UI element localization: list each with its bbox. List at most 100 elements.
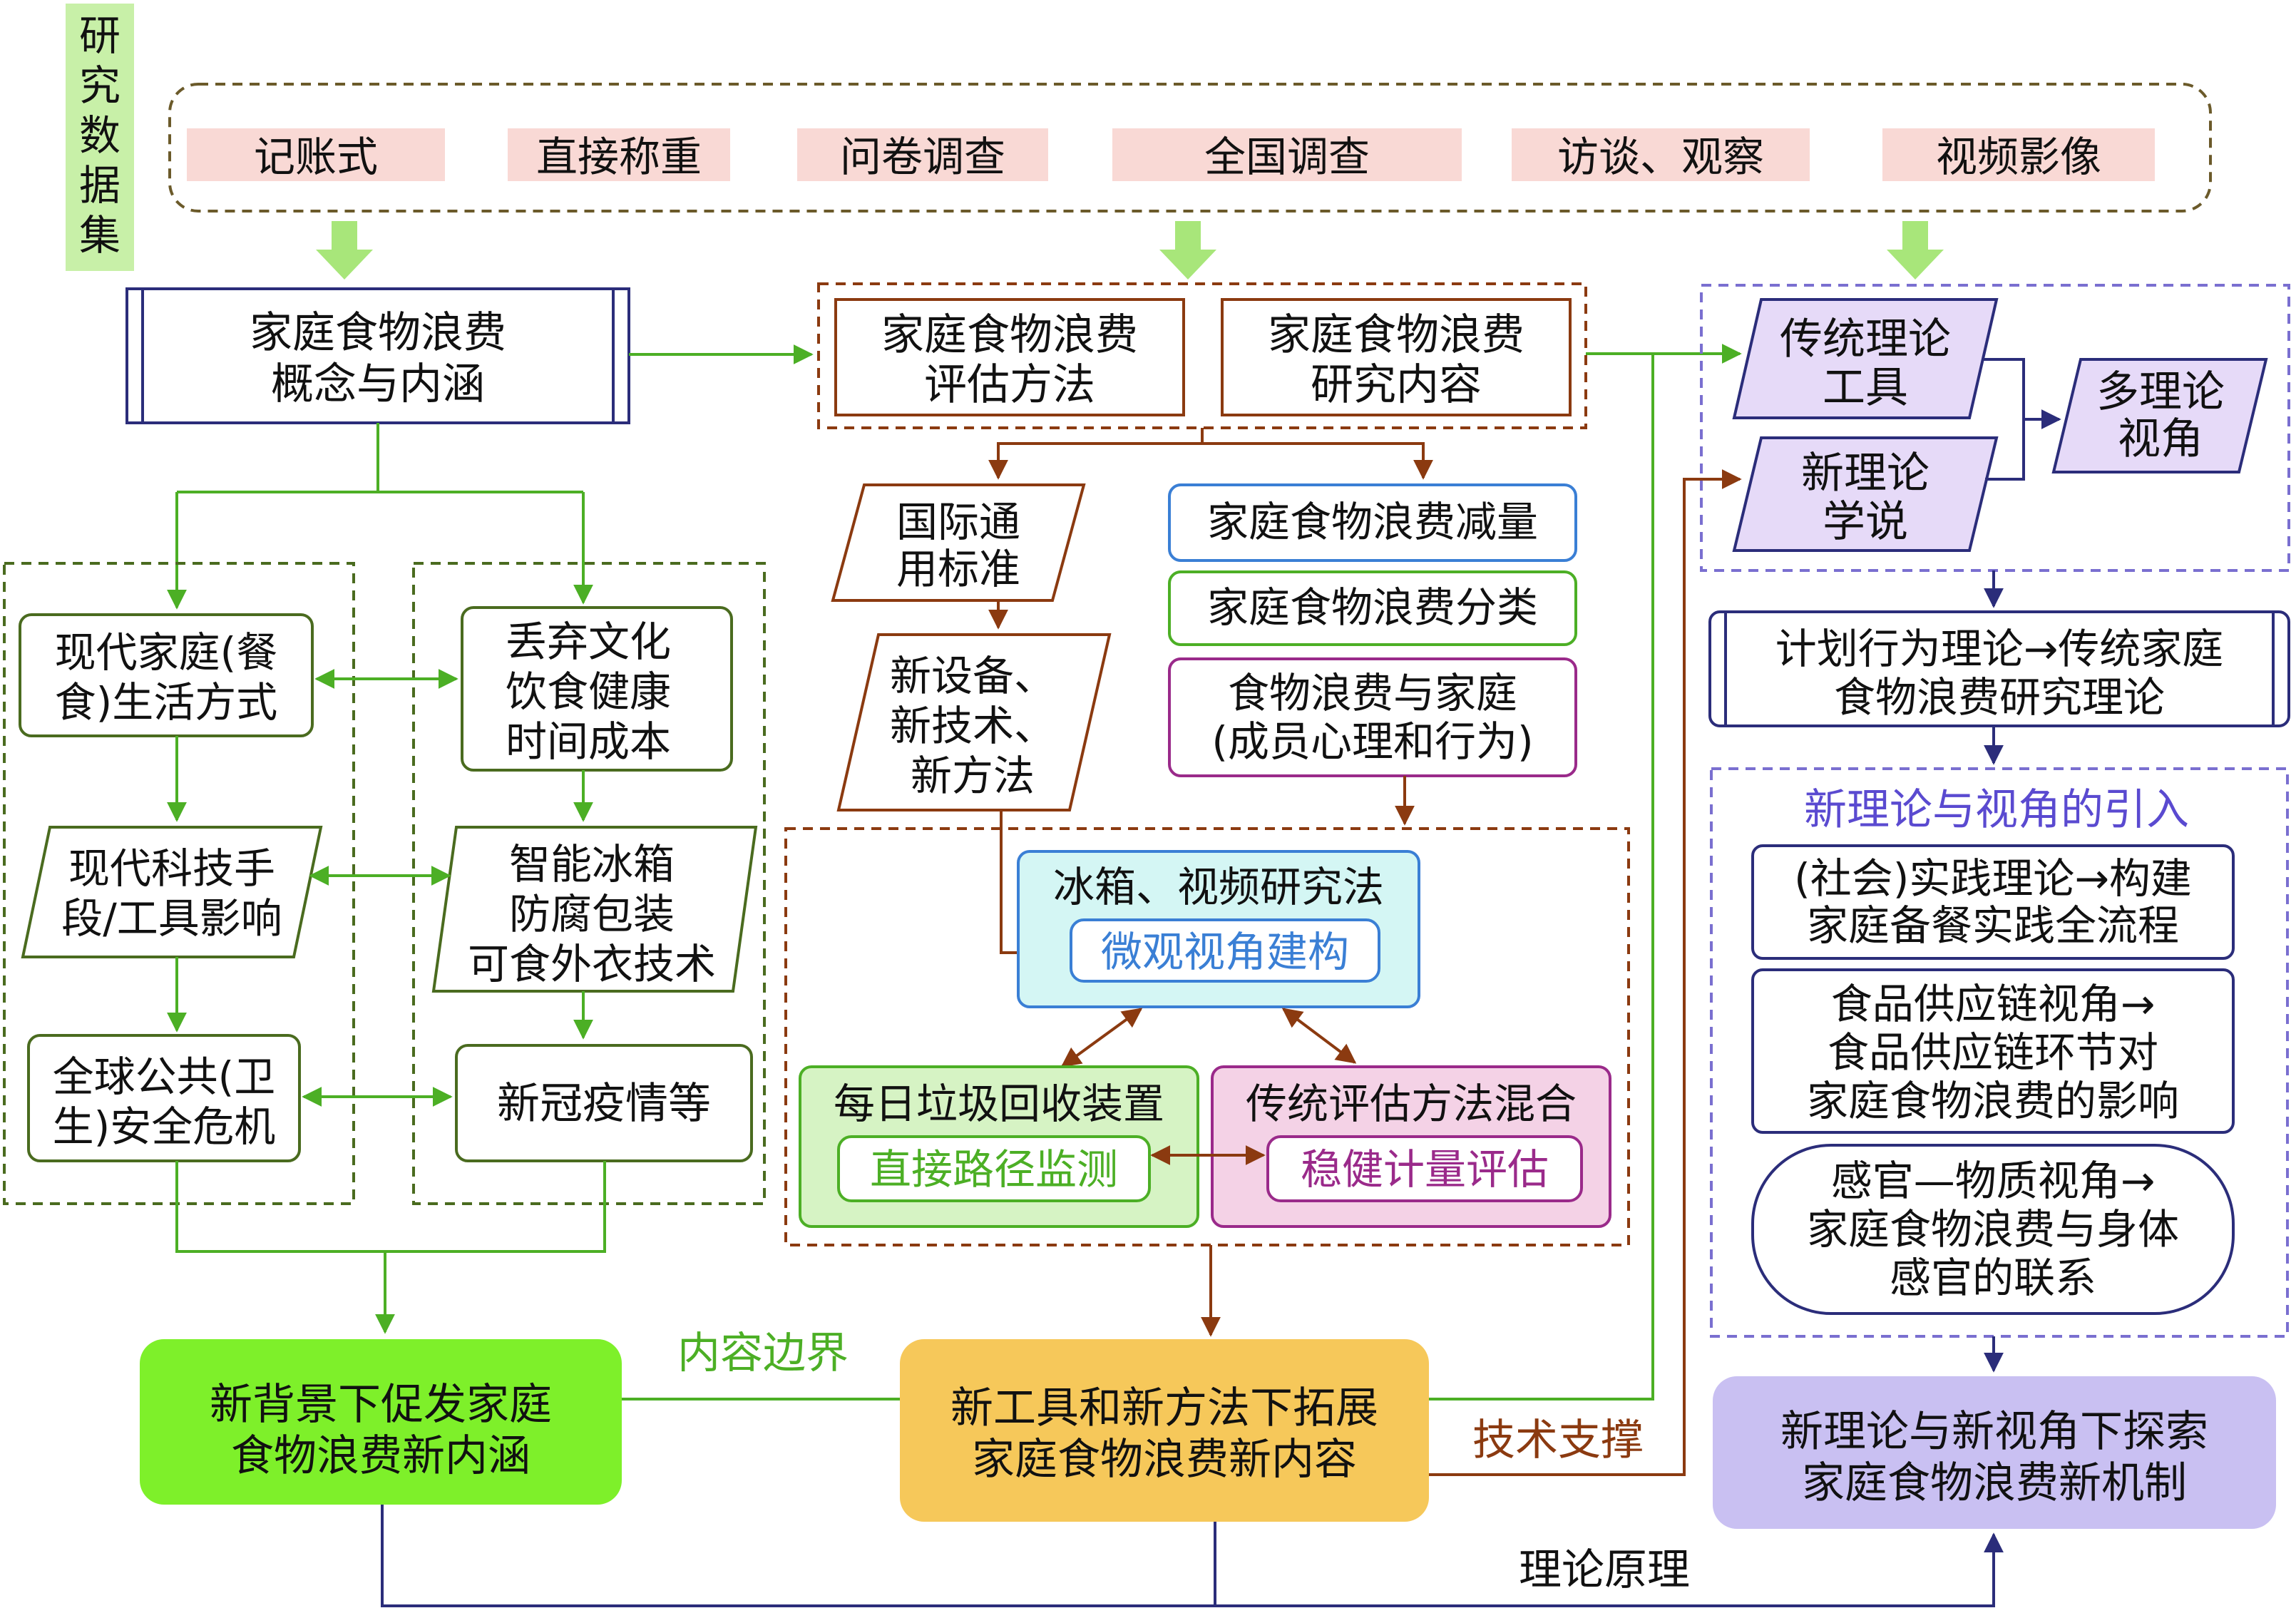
method-bg-3 — [1112, 128, 1462, 181]
text-line: 可食外衣技术 — [468, 940, 716, 988]
text-line: 新设备、 — [890, 652, 1055, 700]
text-line: 家庭食物浪费新内容 — [972, 1435, 1357, 1485]
text-line: 家庭食物浪费 — [1268, 310, 1524, 360]
new-theory-box — [1732, 436, 1999, 552]
traditional-theory-box — [1732, 298, 1999, 419]
text-line: 现代家庭(餐 — [55, 628, 278, 677]
text-line: 新理论与新视角下探索 — [1780, 1407, 2208, 1457]
content-boundary-label: 内容边界 — [677, 1328, 849, 1378]
method-bg-0 — [187, 128, 445, 181]
text-line: 用标准 — [896, 545, 1020, 593]
dataset-side-label-bg — [66, 4, 134, 271]
text-line: 研究内容 — [1311, 360, 1482, 410]
text-line: 家庭食物浪费 — [250, 308, 506, 358]
mixed-text: 传统评估方法混合 — [1246, 1080, 1577, 1128]
concept-text: 家庭食物浪费概念与内涵 — [250, 308, 506, 409]
method-3: 全国调查 — [1204, 133, 1370, 181]
text-line: 多理论 — [2096, 367, 2225, 417]
sensory-text: 感官—物质视角→家庭食物浪费与身体感官的联系 — [1807, 1157, 2179, 1302]
multi-theory-text: 多理论视角 — [2096, 367, 2225, 464]
tpb-text: 计划行为理论→传统家庭食物浪费研究理论 — [1775, 625, 2224, 722]
method-bg-5 — [1882, 128, 2155, 181]
eval-method-box — [834, 298, 1185, 416]
text-line: 家庭食物浪费的影响 — [1807, 1077, 2179, 1125]
method-2: 问卷调查 — [840, 133, 1005, 181]
text-line: 家庭食物浪费新机制 — [1802, 1458, 2187, 1508]
supply-text: 食品供应链视角→食品供应链环节对家庭食物浪费的影响 — [1807, 980, 2179, 1125]
side-label-char: 集 — [79, 211, 121, 260]
dataset-container — [168, 83, 2212, 212]
crisis-text: 全球公共(卫生)安全危机 — [53, 1053, 276, 1151]
text-line: (成员心理和行为) — [1211, 717, 1533, 766]
col3-result-text: 新理论与新视角下探索家庭食物浪费新机制 — [1780, 1407, 2208, 1508]
text-line: (社会)实践理论→构建 — [1794, 854, 2192, 903]
text-line: 学说 — [1823, 497, 1908, 547]
traditional-theory-text: 传统理论工具 — [1780, 314, 1951, 413]
theory-principle-line — [381, 1505, 2004, 1607]
direct-text: 直接路径监测 — [870, 1145, 1118, 1194]
side-label-char: 据 — [79, 161, 121, 210]
new-tools-text: 新设备、新技术、新方法 — [890, 652, 1055, 800]
col2-mid-dashed — [784, 827, 1630, 1246]
text-line: 饮食健康 — [506, 667, 671, 716]
text-line: 家庭食物浪费与身体 — [1807, 1205, 2179, 1254]
down-arrow-col2 — [1159, 221, 1216, 280]
text-line: 家庭食物浪费 — [881, 310, 1138, 360]
text-line: 感官的联系 — [1890, 1254, 2096, 1302]
text-line: 防腐包装 — [509, 890, 675, 938]
col2-result-text: 新工具和新方法下拓展家庭食物浪费新内容 — [950, 1383, 1378, 1485]
text-line: 计划行为理论→传统家庭 — [1775, 625, 2224, 673]
reduce-box — [1168, 483, 1577, 562]
tech-support-label: 技术支撑 — [1472, 1415, 1644, 1465]
text-line: 新工具和新方法下拓展 — [950, 1383, 1378, 1433]
col3-result-box — [1713, 1376, 2276, 1529]
text-line: 评估方法 — [924, 360, 1095, 410]
eval-method-text: 家庭食物浪费评估方法 — [881, 310, 1138, 410]
classify-text: 家庭食物浪费分类 — [1207, 583, 1538, 632]
robust-box — [1266, 1135, 1583, 1202]
tech-support-line — [1429, 469, 1742, 1476]
text-line: 时间成本 — [506, 717, 671, 766]
col3-intro-dashed — [1710, 767, 2289, 1338]
down-arrow-col3 — [1887, 221, 1944, 280]
research-content-text: 家庭食物浪费研究内容 — [1268, 310, 1524, 410]
sensory-box — [1751, 1144, 2235, 1315]
micro-box — [1070, 918, 1380, 983]
text-line: 食物浪费与家庭 — [1228, 669, 1517, 717]
tpb-box — [1708, 610, 2290, 727]
classify-box — [1168, 570, 1577, 646]
fridge-video-text: 冰箱、视频研究法 — [1053, 863, 1384, 911]
psych-box — [1168, 657, 1577, 777]
intl-standard-box — [831, 483, 1086, 602]
col1-result-text: 新背景下促发家庭食物浪费新内涵 — [210, 1380, 552, 1481]
text-line: 食物浪费研究理论 — [1834, 673, 2165, 722]
col2-result-box — [900, 1339, 1429, 1522]
text-line: 视角 — [2118, 414, 2203, 464]
text-line: 段/工具影响 — [61, 894, 282, 943]
concept-split-connector — [177, 423, 379, 493]
practice-text: (社会)实践理论→构建家庭备餐实践全流程 — [1794, 854, 2192, 950]
method-4: 访谈、观察 — [1557, 133, 1764, 181]
side-label-char: 究 — [79, 61, 121, 110]
method-bg-4 — [1512, 128, 1810, 181]
text-line: 国际通 — [896, 498, 1020, 546]
direct-box — [837, 1135, 1151, 1202]
method-bg-1 — [508, 128, 730, 181]
method-0: 记账式 — [254, 133, 378, 181]
text-line: 食品供应链环节对 — [1828, 1028, 2158, 1077]
text-line: 新背景下促发家庭 — [210, 1380, 552, 1430]
supply-box — [1751, 968, 2235, 1134]
text-line: 概念与内涵 — [271, 359, 485, 409]
text-line: 智能冰箱 — [509, 840, 675, 889]
psych-text: 食物浪费与家庭(成员心理和行为) — [1211, 669, 1533, 766]
tech-text: 现代科技手段/工具影响 — [61, 844, 282, 943]
fridge-box — [431, 826, 758, 993]
text-line: 食物浪费新内涵 — [231, 1431, 531, 1481]
method-1: 直接称重 — [536, 133, 702, 181]
text-line: 食)生活方式 — [55, 678, 278, 727]
lifestyle-text: 现代家庭(餐食)生活方式 — [55, 628, 278, 727]
text-line: 食品供应链视角→ — [1831, 980, 2156, 1028]
text-line: 传统理论 — [1780, 314, 1951, 364]
text-line: 家庭备餐实践全流程 — [1807, 901, 2179, 950]
